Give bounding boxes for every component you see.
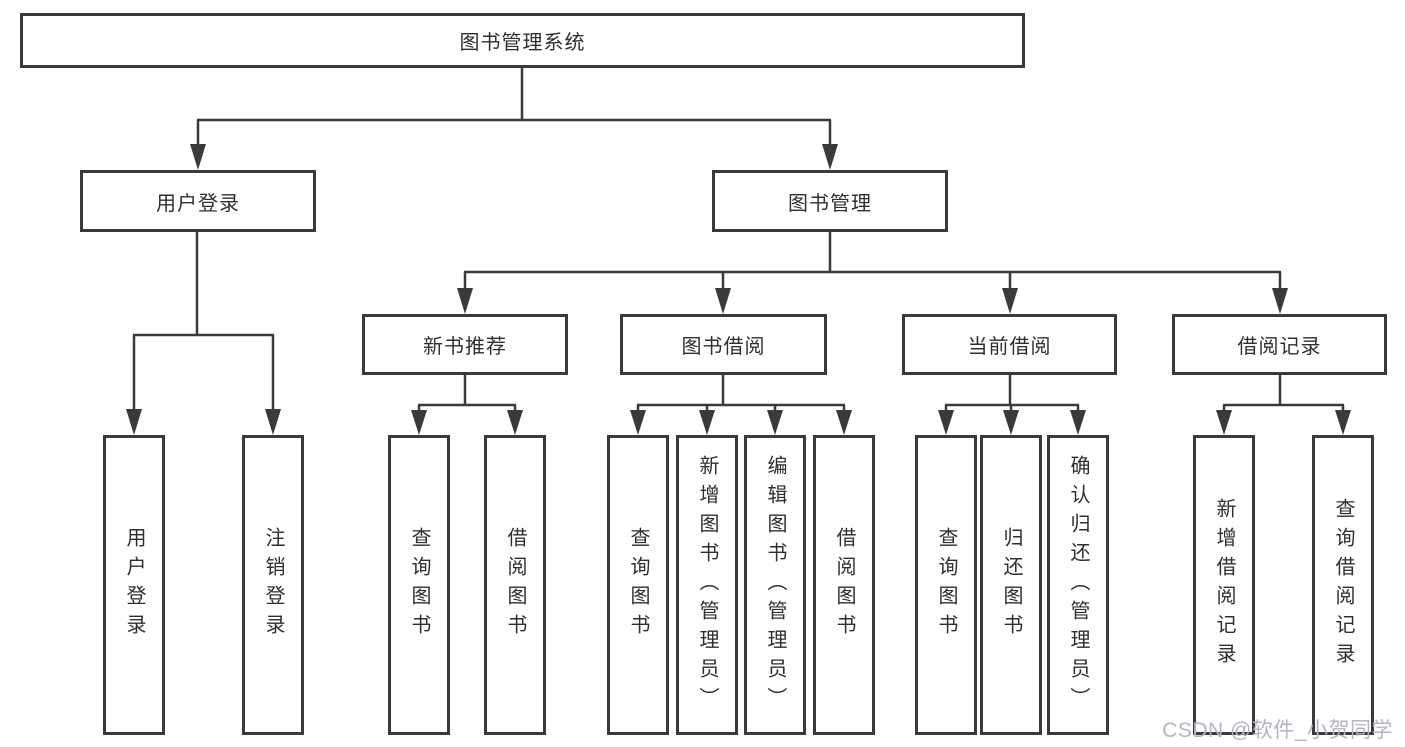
leaf-label: 用户登录 bbox=[123, 527, 145, 643]
leaf-borrow-borrow-books: 借阅图书 bbox=[813, 435, 875, 735]
node-label: 图书借阅 bbox=[681, 336, 766, 358]
leaf-label: 新增图书（管理员） bbox=[696, 454, 718, 716]
leaf-label: 借阅图书 bbox=[833, 527, 855, 643]
node-label: 用户登录 bbox=[156, 192, 240, 215]
leaf-records-query-record: 查询借阅记录 bbox=[1312, 435, 1374, 735]
leaf-label: 归还图书 bbox=[1000, 527, 1022, 643]
node-label: 当前借阅 bbox=[967, 336, 1052, 358]
leaf-current-return-books: 归还图书 bbox=[980, 435, 1042, 735]
node-label: 借阅记录 bbox=[1237, 336, 1322, 358]
leaf-label: 借阅图书 bbox=[504, 527, 526, 643]
node-label: 图书管理 bbox=[788, 192, 872, 215]
leaf-borrow-add-book-admin: 新增图书（管理员） bbox=[676, 435, 738, 735]
node-user-login: 用户登录 bbox=[80, 170, 316, 232]
watermark: CSDN @软件_小贺同学 bbox=[1162, 719, 1393, 742]
leaf-label: 查询图书 bbox=[935, 527, 957, 643]
leaf-label: 查询图书 bbox=[627, 527, 649, 643]
leaf-borrow-query-books: 查询图书 bbox=[607, 435, 669, 735]
node-new-book-recommend: 新书推荐 bbox=[362, 314, 568, 375]
leaf-label: 查询借阅记录 bbox=[1332, 498, 1354, 672]
leaf-label: 注销登录 bbox=[262, 527, 284, 643]
leaf-label: 查询图书 bbox=[408, 527, 430, 643]
node-label: 图书管理系统 bbox=[459, 32, 586, 54]
leaf-current-query-books: 查询图书 bbox=[915, 435, 977, 735]
node-current-borrow: 当前借阅 bbox=[902, 314, 1117, 375]
tree-edges bbox=[132, 68, 1345, 414]
leaf-records-add-record: 新增借阅记录 bbox=[1193, 435, 1255, 735]
leaf-user-login: 用户登录 bbox=[103, 435, 165, 735]
node-book-management-system: 图书管理系统 bbox=[20, 13, 1025, 68]
node-book-management: 图书管理 bbox=[712, 170, 948, 232]
node-book-borrow: 图书借阅 bbox=[620, 314, 827, 375]
leaf-current-confirm-return-admin: 确认归还（管理员） bbox=[1047, 435, 1109, 735]
leaf-borrow-edit-book-admin: 编辑图书（管理员） bbox=[744, 435, 806, 735]
node-borrow-records: 借阅记录 bbox=[1172, 314, 1387, 375]
leaf-logout: 注销登录 bbox=[242, 435, 304, 735]
leaf-label: 新增借阅记录 bbox=[1213, 498, 1235, 672]
leaf-recommend-borrow-books: 借阅图书 bbox=[484, 435, 546, 735]
leaf-label: 编辑图书（管理员） bbox=[764, 454, 786, 716]
node-label: 新书推荐 bbox=[423, 336, 507, 358]
leaf-label: 确认归还（管理员） bbox=[1067, 454, 1089, 716]
leaf-recommend-query-books: 查询图书 bbox=[388, 435, 450, 735]
